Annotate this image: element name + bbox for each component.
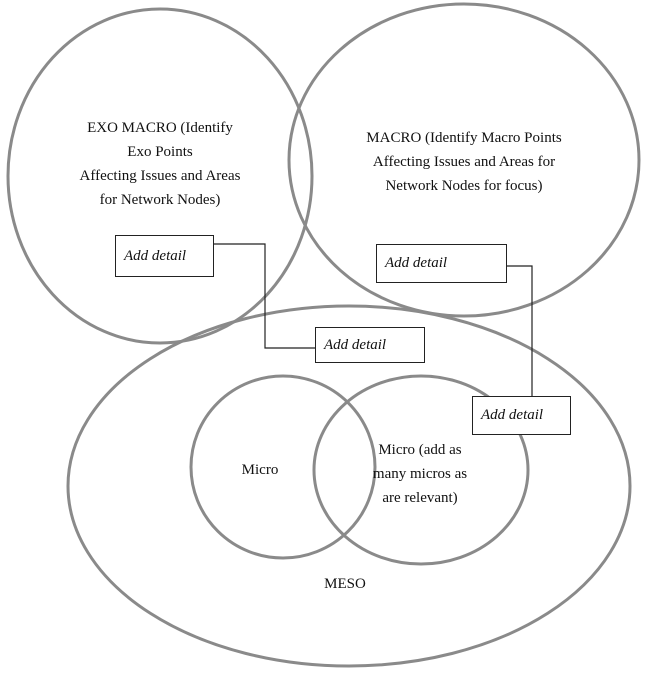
exo-macro-line-4: for Network Nodes) <box>99 192 221 208</box>
macro-label: MACRO (Identify Macro Points Affecting I… <box>330 126 598 198</box>
detail-box-center[interactable]: Add detail <box>315 327 425 363</box>
micro-circle-1 <box>189 374 377 560</box>
meso-circle <box>66 304 632 668</box>
connector-line-1 <box>213 243 316 349</box>
connector-line-2 <box>506 265 554 398</box>
exo-macro-line-3: Affecting Issues and Areas <box>79 168 241 184</box>
detail-box-exo[interactable]: Add detail <box>115 235 214 277</box>
micro-circle-2 <box>312 374 530 566</box>
exo-macro-label: EXO MACRO (Identify Exo Points Affecting… <box>40 116 280 212</box>
micro-2-line-3: are relevant) <box>382 490 458 506</box>
micro-2-line-2: many micros as <box>372 466 468 482</box>
detail-box-macro[interactable]: Add detail <box>376 244 507 283</box>
macro-circle <box>287 2 641 318</box>
macro-line-2: Affecting Issues and Areas for <box>372 154 556 170</box>
exo-macro-line-1: EXO MACRO (Identify <box>87 120 233 136</box>
macro-line-1: MACRO (Identify Macro Points <box>366 130 562 146</box>
micro-2-label: Micro (add as many micros as are relevan… <box>340 438 500 510</box>
detail-box-right[interactable]: Add detail <box>472 396 571 435</box>
exo-macro-line-2: Exo Points <box>127 144 193 160</box>
macro-line-3: Network Nodes for focus) <box>385 178 543 194</box>
exo-macro-circle <box>6 7 314 345</box>
meso-label: MESO <box>324 576 366 592</box>
micro-2-line-1: Micro (add as <box>378 442 462 458</box>
micro-1-label: Micro <box>241 462 279 478</box>
